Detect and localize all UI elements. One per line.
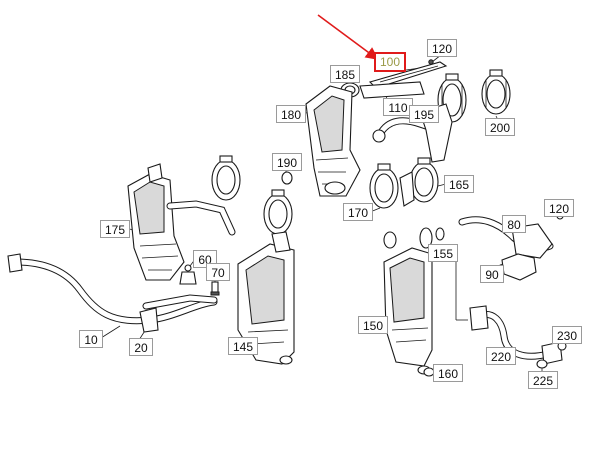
label-part-185[interactable]: 185	[330, 65, 360, 83]
label-part-170[interactable]: 170	[343, 203, 373, 221]
part-90-gasket	[501, 253, 537, 281]
label-part-200[interactable]: 200	[485, 118, 515, 136]
part-10-hose	[7, 253, 218, 333]
part-175-housing	[127, 163, 236, 281]
label-part-175[interactable]: 175	[100, 220, 130, 238]
label-part-70[interactable]: 70	[206, 263, 230, 281]
label-part-10[interactable]: 10	[79, 330, 103, 348]
part-225-ring	[536, 359, 548, 369]
part-110-pipe	[359, 81, 448, 143]
label-part-195[interactable]: 195	[409, 105, 439, 123]
label-part-80[interactable]: 80	[502, 215, 526, 233]
part-175-clamp	[211, 155, 241, 201]
label-part-220[interactable]: 220	[486, 347, 516, 365]
part-150-housing	[383, 247, 433, 375]
label-part-180[interactable]: 180	[276, 105, 306, 123]
part-180-housing	[305, 85, 361, 197]
label-part-165[interactable]: 165	[444, 175, 474, 193]
label-part-160[interactable]: 160	[433, 364, 463, 382]
label-part-100[interactable]: 100	[374, 52, 406, 72]
label-part-150[interactable]: 150	[358, 316, 388, 334]
part-170-clamp	[369, 163, 415, 209]
part-165-clamp	[409, 157, 439, 203]
label-part-190[interactable]: 190	[272, 153, 302, 171]
callout-arrow	[317, 14, 379, 60]
label-part-145[interactable]: 145	[228, 337, 258, 355]
label-part-120-right[interactable]: 120	[544, 199, 574, 217]
part-60-bolt	[179, 264, 197, 285]
label-part-230[interactable]: 230	[552, 326, 582, 344]
label-part-225[interactable]: 225	[528, 371, 558, 389]
part-190-ring	[281, 171, 293, 185]
part-70-bolt	[210, 281, 220, 296]
label-part-90[interactable]: 90	[480, 265, 504, 283]
label-part-20[interactable]: 20	[129, 338, 153, 356]
part-155-seal	[383, 227, 445, 249]
part-200-clamp	[481, 69, 511, 115]
label-part-155[interactable]: 155	[428, 244, 458, 262]
part-220-pipe	[469, 305, 563, 365]
label-part-120-top[interactable]: 120	[427, 39, 457, 57]
